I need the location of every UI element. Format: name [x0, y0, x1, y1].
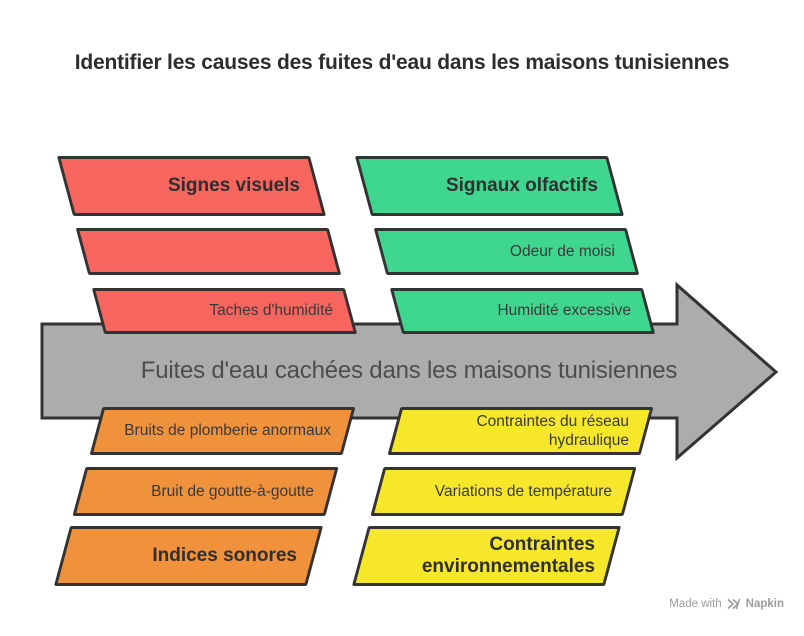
cause-box-signaux-olfactifs: Signaux olfactifs — [354, 156, 625, 216]
cause-box-goutte-a-goutte: Bruit de goutte-à-goutte — [72, 467, 339, 516]
cause-box-variations-temperature: Variations de température — [370, 467, 637, 516]
cause-label: Signes visuels — [167, 175, 300, 197]
cause-label: Humidité excessive — [497, 302, 631, 320]
watermark-brand-text: Napkin — [745, 598, 784, 610]
cause-label — [82, 228, 335, 275]
page-title: Identifier les causes des fuites d'eau d… — [74, 51, 730, 74]
cause-label: Odeur de moisi — [509, 242, 615, 260]
cause-label: Contraintes environnementales — [421, 534, 595, 577]
cause-box-humidite-excessive: Humidité excessive — [389, 288, 656, 334]
cause-box-contraintes-environnementales: Contraintes environnementales — [351, 526, 622, 586]
cause-box-indices-sonores: Indices sonores — [53, 526, 324, 586]
central-arrow-label: Fuites d'eau cachées dans les maisons tu… — [140, 357, 678, 384]
cause-box-visual-item-1 — [75, 228, 342, 275]
cause-label: Bruits de plomberie anormaux — [124, 422, 331, 440]
cause-label: Signaux olfactifs — [445, 175, 598, 197]
watermark-made-with-text: Made with — [669, 598, 722, 610]
cause-box-signes-visuels: Signes visuels — [56, 156, 327, 216]
cause-box-taches-humidite: Taches d'humidité — [91, 288, 358, 334]
cause-label: Bruit de goutte-à-goutte — [151, 482, 314, 500]
cause-box-odeur-de-moisi: Odeur de moisi — [373, 228, 640, 275]
cause-label: Contraintes du réseau hydraulique — [476, 412, 629, 449]
napkin-logo-icon — [727, 598, 740, 610]
cause-box-bruits-plomberie: Bruits de plomberie anormaux — [89, 407, 356, 455]
cause-box-reseau-hydraulique: Contraintes du réseau hydraulique — [387, 407, 654, 455]
cause-label: Variations de température — [434, 482, 612, 500]
cause-label: Indices sonores — [152, 545, 297, 567]
cause-label: Taches d'humidité — [209, 302, 333, 320]
watermark: Made with Napkin — [669, 598, 784, 610]
